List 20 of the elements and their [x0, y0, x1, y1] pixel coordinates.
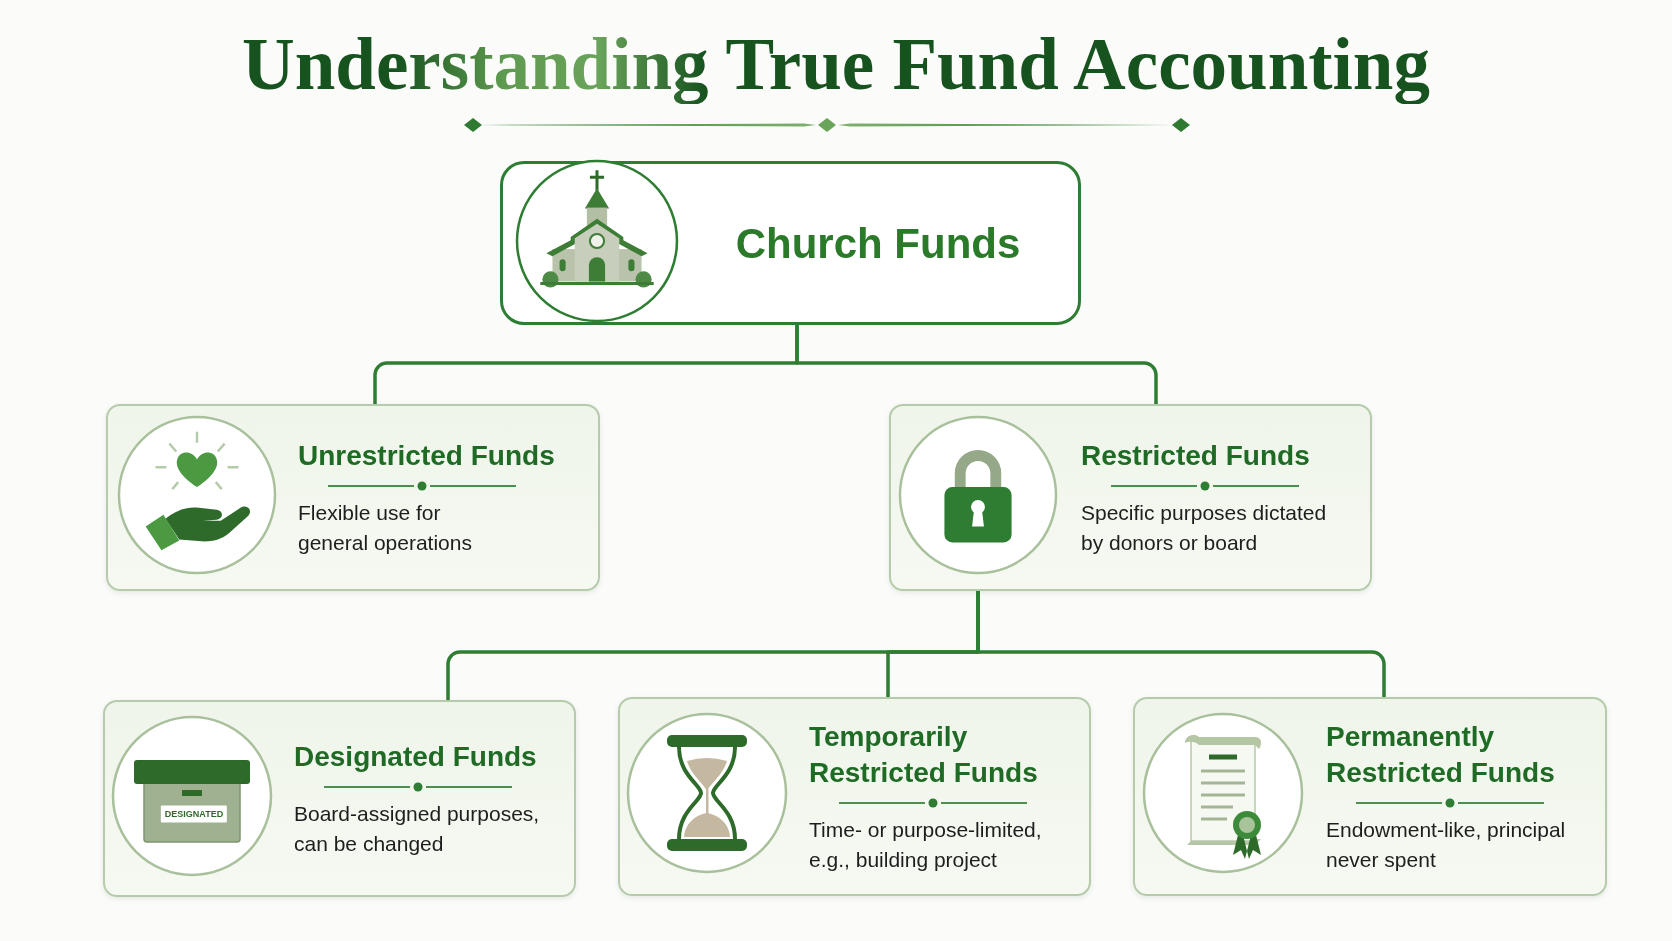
card-heading: Designated Funds — [294, 739, 538, 774]
connector-line — [976, 591, 1386, 697]
box-heading: Church Funds — [735, 219, 1021, 269]
fund-card — [106, 404, 600, 591]
root-fund-box — [500, 161, 1081, 325]
fund-card — [103, 700, 576, 897]
fund-card — [618, 697, 1091, 896]
connector-line — [795, 325, 1158, 404]
card-heading: Temporarily Restricted Funds — [809, 719, 1039, 790]
card-description: Board-assigned purposes, can be changed — [294, 800, 541, 857]
card-heading: Restricted Funds — [1081, 438, 1311, 473]
card-heading: Permanently Restricted Funds — [1326, 719, 1556, 790]
fund-card — [1133, 697, 1607, 896]
card-description: Specific purposes dictated by donors or board — [1081, 499, 1328, 556]
card-description: Endowment-like, principal never spent — [1326, 816, 1567, 873]
fund-card — [889, 404, 1372, 591]
card-description: Flexible use for general operations — [298, 499, 473, 556]
card-heading: Unrestricted Funds — [298, 438, 556, 473]
card-description: Time- or purpose-limited, e.g., building project — [809, 816, 1043, 873]
box-label: DESIGNATED — [160, 805, 228, 823]
